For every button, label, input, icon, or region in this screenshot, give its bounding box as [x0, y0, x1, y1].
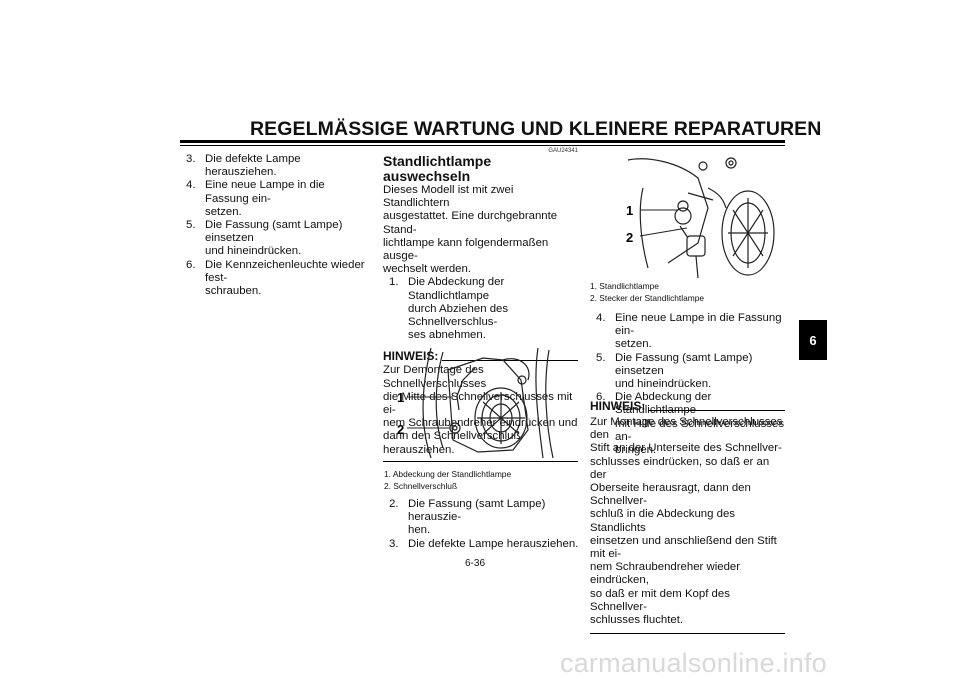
note-end-rule [590, 633, 785, 635]
intro-line: wechselt werden. [383, 263, 472, 276]
note-line: nem Schraubendreher eindrücken und [383, 417, 578, 430]
note-heading-rule [442, 360, 578, 362]
middle-steps-2-3: 2. Die Fassung (samt Lampe) herauszie- h… [389, 498, 584, 551]
note-line: die Mitte des Schnellverschlusses mit ei… [383, 390, 573, 417]
callout-line-2 [639, 227, 688, 237]
right-column: 4. Eine neue Lampe in die Fassung ein- s… [596, 312, 786, 457]
step-number: 4. [186, 179, 196, 192]
chapter-tab: 6 [799, 320, 827, 360]
callout-2: 2 [626, 230, 633, 245]
header-rule-thick [180, 140, 785, 143]
step-number: 6. [596, 391, 606, 404]
note-line: schlusses fluchtet. [590, 614, 684, 627]
callout-2: 2 [397, 422, 404, 437]
step-line: mit Hilfe des Schnellverschlusses an- [615, 417, 785, 443]
caption-item: 2. Stecker der Standlichtlampe [590, 292, 705, 303]
step-line: ses abnehmen. [408, 329, 486, 342]
step-number: 3. [186, 153, 196, 165]
step-item: 6. Die Kennzeichenleuchte wieder fest-sch… [186, 259, 366, 299]
step-item: 1. Die Abdeckung der Standlichtlampe dur… [389, 276, 578, 342]
step-line: durch Abziehen des Schnellverschlus- [408, 302, 509, 329]
caption-item: 1. Standlichtlampe [590, 281, 659, 291]
step-number: 1. [389, 276, 399, 289]
note-line: Oberseite herausragt, dann den Schnellve… [590, 482, 751, 508]
step-line: Eine neue Lampe in die Fassung ein- [615, 312, 782, 338]
header-rule-thin [180, 145, 785, 146]
step-number: 6. [186, 258, 196, 271]
right-note: HINWEIS: Zur Montage des Schnellverschlu… [590, 400, 785, 635]
note-heading: HINWEIS: [590, 400, 785, 413]
step-item: 2. Die Fassung (samt Lampe) herauszie- h… [389, 498, 584, 538]
page-number: 6-36 [464, 558, 485, 569]
step-line: bringen. [615, 444, 657, 457]
note-text: Zur Demontage des Schnellverschlusses di… [383, 364, 578, 456]
step-line: und hineindrücken. [615, 378, 712, 391]
left-column: 3. Die defekte Lampe herausziehen. 4. Eine… [186, 153, 366, 298]
step-item: 6. Die Abdeckung der Standlichtlampe mit… [596, 391, 786, 457]
step-text: Eine neue Lampe in die Fassung ein- [205, 179, 325, 205]
step-number: 2. [389, 498, 399, 510]
step-item: 3. Die defekte Lampe herausziehen. [389, 538, 584, 551]
intro-line: lichtlampe kann folgendermaßen ausge- [383, 236, 549, 263]
step-text: Die Kennzeichenleuchte wieder fest- [205, 258, 365, 284]
note-line: nem Schraubendreher wieder eindrücken, [590, 561, 741, 587]
step-text-cont: setzen. [205, 205, 242, 218]
step-text-cont: und hineindrücken. [205, 245, 302, 258]
note-line: Stift an der Unterseite des Schnellver- [590, 442, 782, 455]
step-line: hen. [408, 524, 431, 537]
callout-1: 1 [397, 390, 404, 405]
watermark: carmanualsonline.info [560, 648, 827, 678]
note-heading-rule [649, 410, 785, 411]
figure-captions: 1. Standlichtlampe 2. Stecker der Standl… [590, 281, 785, 304]
note-line: schluß in die Abdeckung des Standlichts [590, 508, 736, 534]
step-line: Die Fassung (samt Lampe) herauszie- [408, 498, 546, 524]
caption-item: 1. Abdeckung der Standlichtlampe [384, 469, 512, 479]
step-item: 4. Eine neue Lampe in die Fassung ein- s… [596, 312, 786, 352]
note-line: Zur Montage des Schnellverschlusses den [590, 416, 783, 442]
step-item: 5. Die Fassung (samt Lampe) einsetzen un… [596, 352, 786, 392]
caption-item: 2. Schnellverschluß [384, 480, 458, 491]
middle-column: GAU24341 Standlichtlampe auswechseln Die… [383, 148, 578, 462]
step-number: 5. [186, 219, 196, 232]
lamp-figure: 1 2 [626, 157, 775, 278]
note-title: HINWEIS: [383, 349, 439, 364]
cover-figure: 1 2 [397, 347, 554, 459]
note-line: einsetzen und anschließend den Stift mit… [590, 534, 777, 561]
intro-line: ausgestattet. Eine durchgebrannte Stand- [383, 210, 558, 236]
step-text: Die defekte Lampe herausziehen. [205, 153, 301, 179]
callout-1: 1 [626, 203, 633, 218]
section-heading: Standlichtlampe auswechseln [383, 153, 492, 184]
step-line: Die defekte Lampe herausziehen. [408, 537, 579, 550]
note-line: dann den Schnellverschluß herausziehen. [383, 430, 521, 456]
note-text: Zur Montage des Schnellverschlusses den … [590, 416, 785, 627]
step-text-cont: schrauben. [205, 285, 262, 298]
figure-captions: 1. Abdeckung der Standlichtlampe 2. Schn… [384, 469, 579, 492]
note-end-rule [383, 460, 578, 462]
step-text: Die Fassung (samt Lampe) einsetzen [205, 219, 343, 245]
step-item: 3. Die defekte Lampe herausziehen. [186, 153, 366, 179]
note-title: HINWEIS: [590, 399, 646, 413]
step-number: 3. [389, 537, 399, 550]
reference-code: GAU24341 [548, 148, 578, 154]
step-item: 4. Eine neue Lampe in die Fassung ein-set… [186, 179, 366, 219]
intro-line: Dieses Modell ist mit zwei Standlichtern [383, 184, 514, 210]
step-line: setzen. [615, 338, 652, 351]
step-line: Die Fassung (samt Lampe) einsetzen [615, 351, 753, 377]
step-number: 4. [596, 312, 606, 324]
note-line: so daß er mit dem Kopf des Schnellver- [590, 587, 730, 613]
page-title: REGELMÄSSIGE WARTUNG UND KLEINERE REPARA… [250, 118, 822, 140]
step-number: 5. [596, 351, 606, 364]
note-heading: HINWEIS: [383, 350, 578, 363]
step-line: Die Abdeckung der Standlichtlampe [408, 276, 505, 302]
note-line: schlusses eindrücken, so daß er an der [590, 455, 770, 481]
intro-paragraph: Dieses Modell ist mit zwei Standlichtern… [383, 184, 578, 276]
